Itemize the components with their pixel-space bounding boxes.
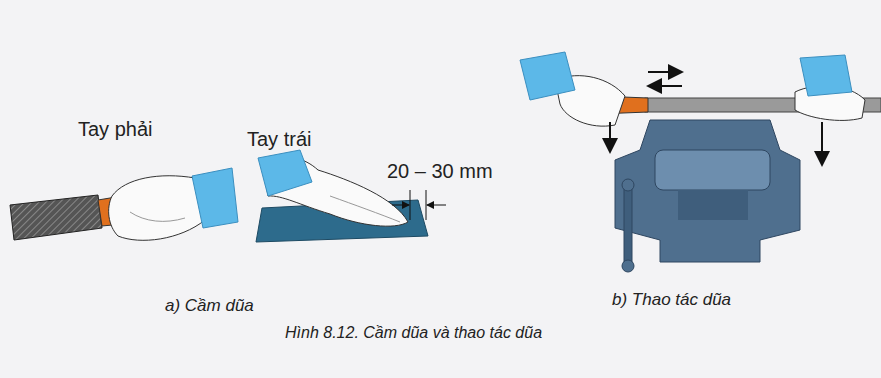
figure-caption: Hình 8.12. Cầm dũa và thao tác dũa: [285, 324, 542, 342]
part-label: Tay phải: [78, 118, 153, 141]
sub-caption: a) Cầm dũa: [165, 296, 254, 316]
sub-caption: b) Thao tác dũa: [612, 290, 731, 310]
part-label: Tay trái: [247, 128, 311, 151]
part-label: 20 – 30 mm: [387, 160, 493, 183]
vise-filing: [520, 52, 881, 272]
file-in-hand: [10, 168, 238, 240]
